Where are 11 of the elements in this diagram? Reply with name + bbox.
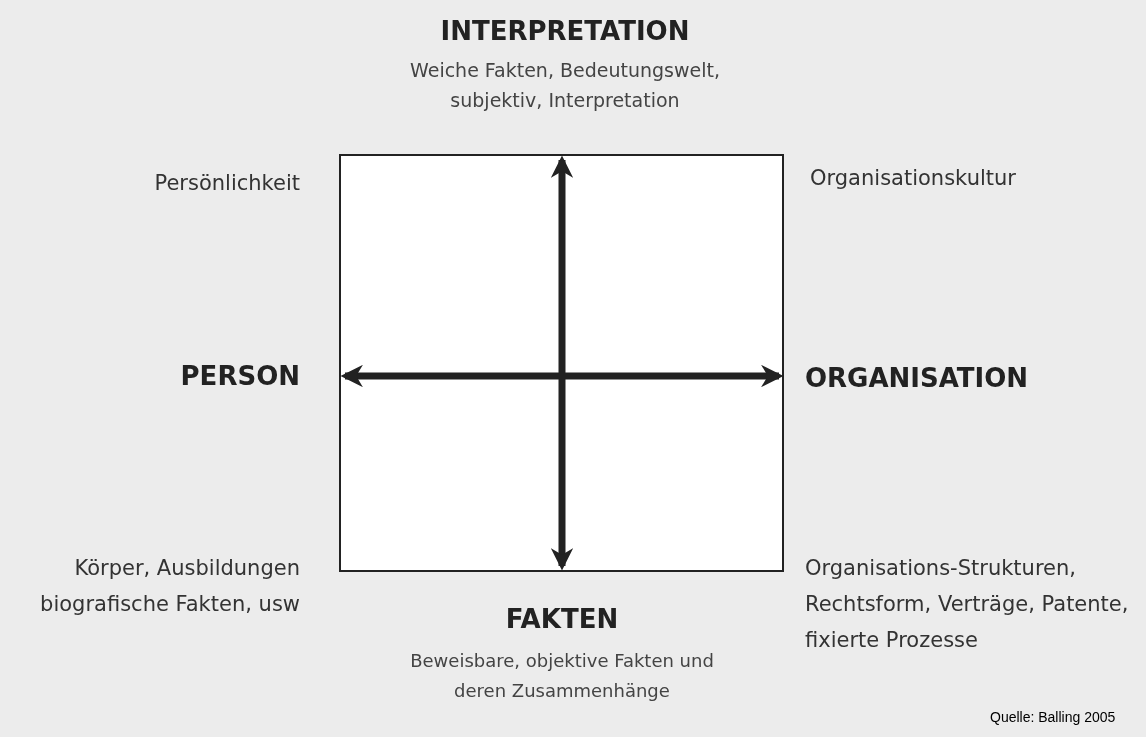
axis-title: FAKTEN [504,603,620,635]
quadrant-label: Organisations-Strukturen, Rechtsform, Verträge, Patente, fixierte Prozesse [805,555,1130,654]
quadrant-label: Körper, Ausbildungen biografische Fakten, usw [39,555,300,618]
axis-title: PERSON [179,360,300,392]
quadrant-label: Organisationskultur [810,165,1017,192]
axis-description: Weiche Fakten, Bedeutungswelt, subjektiv, Interpretation [409,58,721,113]
source-note: Quelle: Balling 2005 [990,708,1117,726]
axis-description: Beweisbare, objektive Fakten und deren Zusammenhänge [409,649,715,703]
axis-title: ORGANISATION [805,362,1030,394]
quadrant-label: Persönlichkeit [153,170,300,197]
axis-title: INTERPRETATION [439,15,691,47]
